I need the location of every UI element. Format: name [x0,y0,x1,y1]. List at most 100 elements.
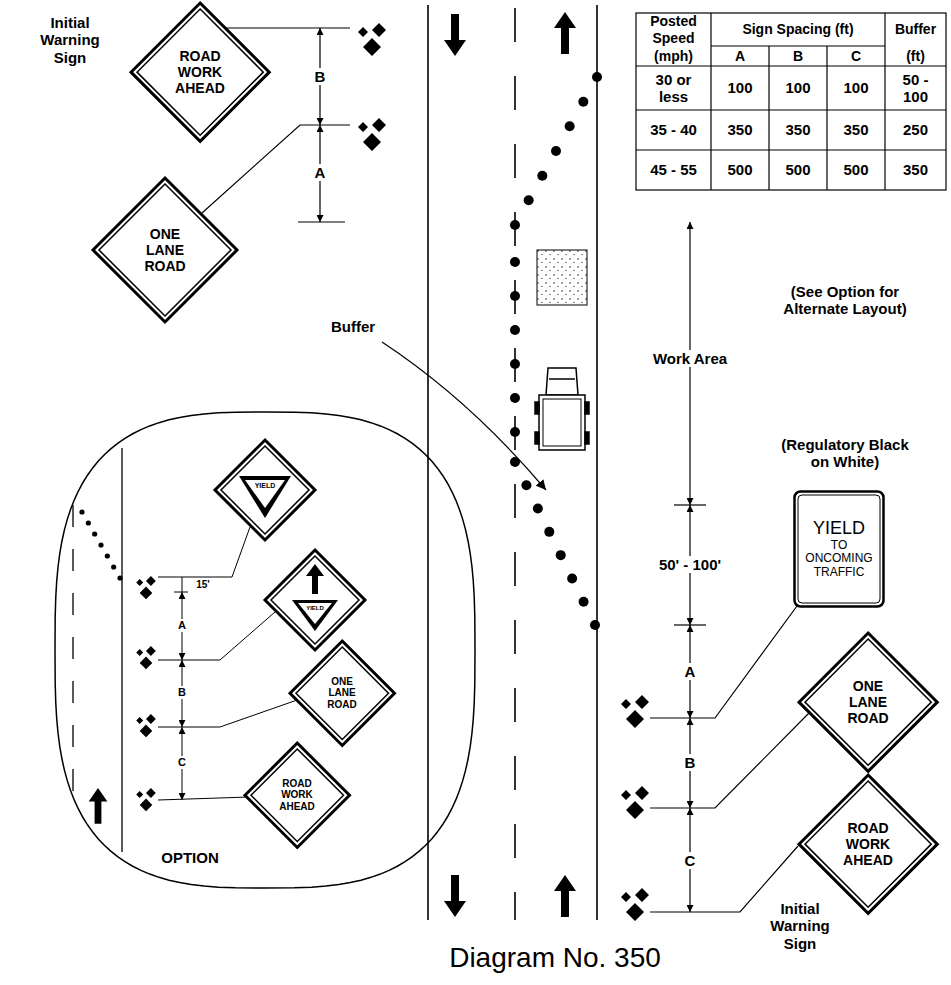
drawing-part [711,45,885,46]
drawing-part [182,577,183,592]
drawing-part [543,399,581,446]
sign-border [795,492,884,607]
sign-border [245,743,350,848]
cone [578,97,588,107]
cone [567,573,577,583]
table-cell: B [773,48,823,64]
sign-text: ROAD WORK AHEAD [165,48,235,96]
sign-shape [263,548,367,652]
table-cell: (ft) [889,48,942,64]
cone [579,597,589,607]
callout: Buffer [318,318,388,335]
table-cell: 350 [889,161,942,178]
cone [510,325,520,335]
table-cell: Sign Spacing (ft) [715,21,881,37]
dimension-letter: B [174,686,190,699]
table-cell: 45 - 55 [640,161,707,178]
dimension-label: 15' [191,579,215,591]
sign-text: ONE LANE ROAD [833,678,903,726]
drawing-part [136,788,156,811]
drawing-part [136,714,156,737]
drawing-part [158,699,300,727]
drawing-part [585,402,589,414]
table-cell: 100 [773,79,823,96]
diagram-caption: Diagram No. 350 [380,942,730,974]
drawing-part [621,786,649,819]
table-cell: 50 - 100 [889,71,942,106]
sign-border [131,3,269,141]
cone [92,531,97,536]
sign-border [290,641,395,746]
cone [521,480,531,490]
note: (See Option for Alternate Layout) [765,283,925,318]
drawing-part [636,13,946,190]
drawing-part [535,432,539,444]
sign-border [93,178,237,322]
table-cell: Posted Speed [640,13,707,45]
drawing-part [549,378,575,380]
warning-sign: ONE LANE ROAD [91,176,239,324]
cone [86,520,91,525]
sign-inner-border [805,639,931,765]
drawing-part [621,888,649,921]
dimension-label: Work Area [640,350,740,367]
drawing-part [427,5,429,920]
cone [592,72,602,82]
drawing-part [158,527,250,577]
sign-callout: Initial Warning Sign [28,14,112,66]
sign-text: YIELD [306,605,324,612]
cone [105,553,110,558]
dimension-letter: A [681,663,699,680]
option-oval [55,412,475,888]
warning-sign: ROAD WORK AHEAD [797,773,939,915]
regulatory-sign: YIELDTO ONCOMING TRAFFIC [793,490,885,608]
buffer-leader [382,342,546,490]
option-road [73,448,122,852]
table-cell: (mph) [640,48,707,64]
table-cell: 100 [715,79,765,96]
table-cell: 500 [715,161,765,178]
sign-text: YIELD [255,482,276,490]
cone [510,427,520,437]
cone [524,195,534,205]
drawing-part [72,505,73,795]
dimension-letter: B [311,68,329,85]
work-area [537,250,587,305]
cone [556,550,566,560]
yield-triangle [292,600,338,631]
sign-text: ROAD WORK AHEAD [272,778,322,813]
sign-border [799,775,937,913]
cone [111,564,116,569]
table-cell: 350 [831,121,881,138]
road-edges [428,5,597,920]
table-cell: 100 [831,79,881,96]
sign-inner-border [99,184,231,316]
drawing-part [596,5,598,920]
sign-inner-border [221,446,309,534]
sign-inner-border [271,556,359,644]
drawing-part [650,606,797,718]
cone [510,359,520,369]
sign-posts [136,23,649,921]
drawing-part [358,118,386,151]
drawing-part [554,875,576,917]
work-truck [535,368,589,450]
sign-text: YIELD [800,518,878,539]
sign-inner-border [805,781,931,907]
cone [510,393,520,403]
dimension-label: 50' - 100' [645,556,735,573]
sign-border [799,633,937,771]
cone [544,527,554,537]
sign-text: OPTION [145,849,235,866]
cone [537,171,547,181]
drawing-part [121,448,122,852]
drawing-part [650,846,798,912]
drawing-part [650,712,810,808]
ahead-arrow [306,564,324,594]
warning-sign: ROAD WORK AHEAD [129,1,271,143]
drawing-part [636,109,946,110]
dimension-letter: B [681,754,699,771]
table-cell: 500 [773,161,823,178]
drawing-part [444,875,466,917]
drawing-part [674,624,706,625]
